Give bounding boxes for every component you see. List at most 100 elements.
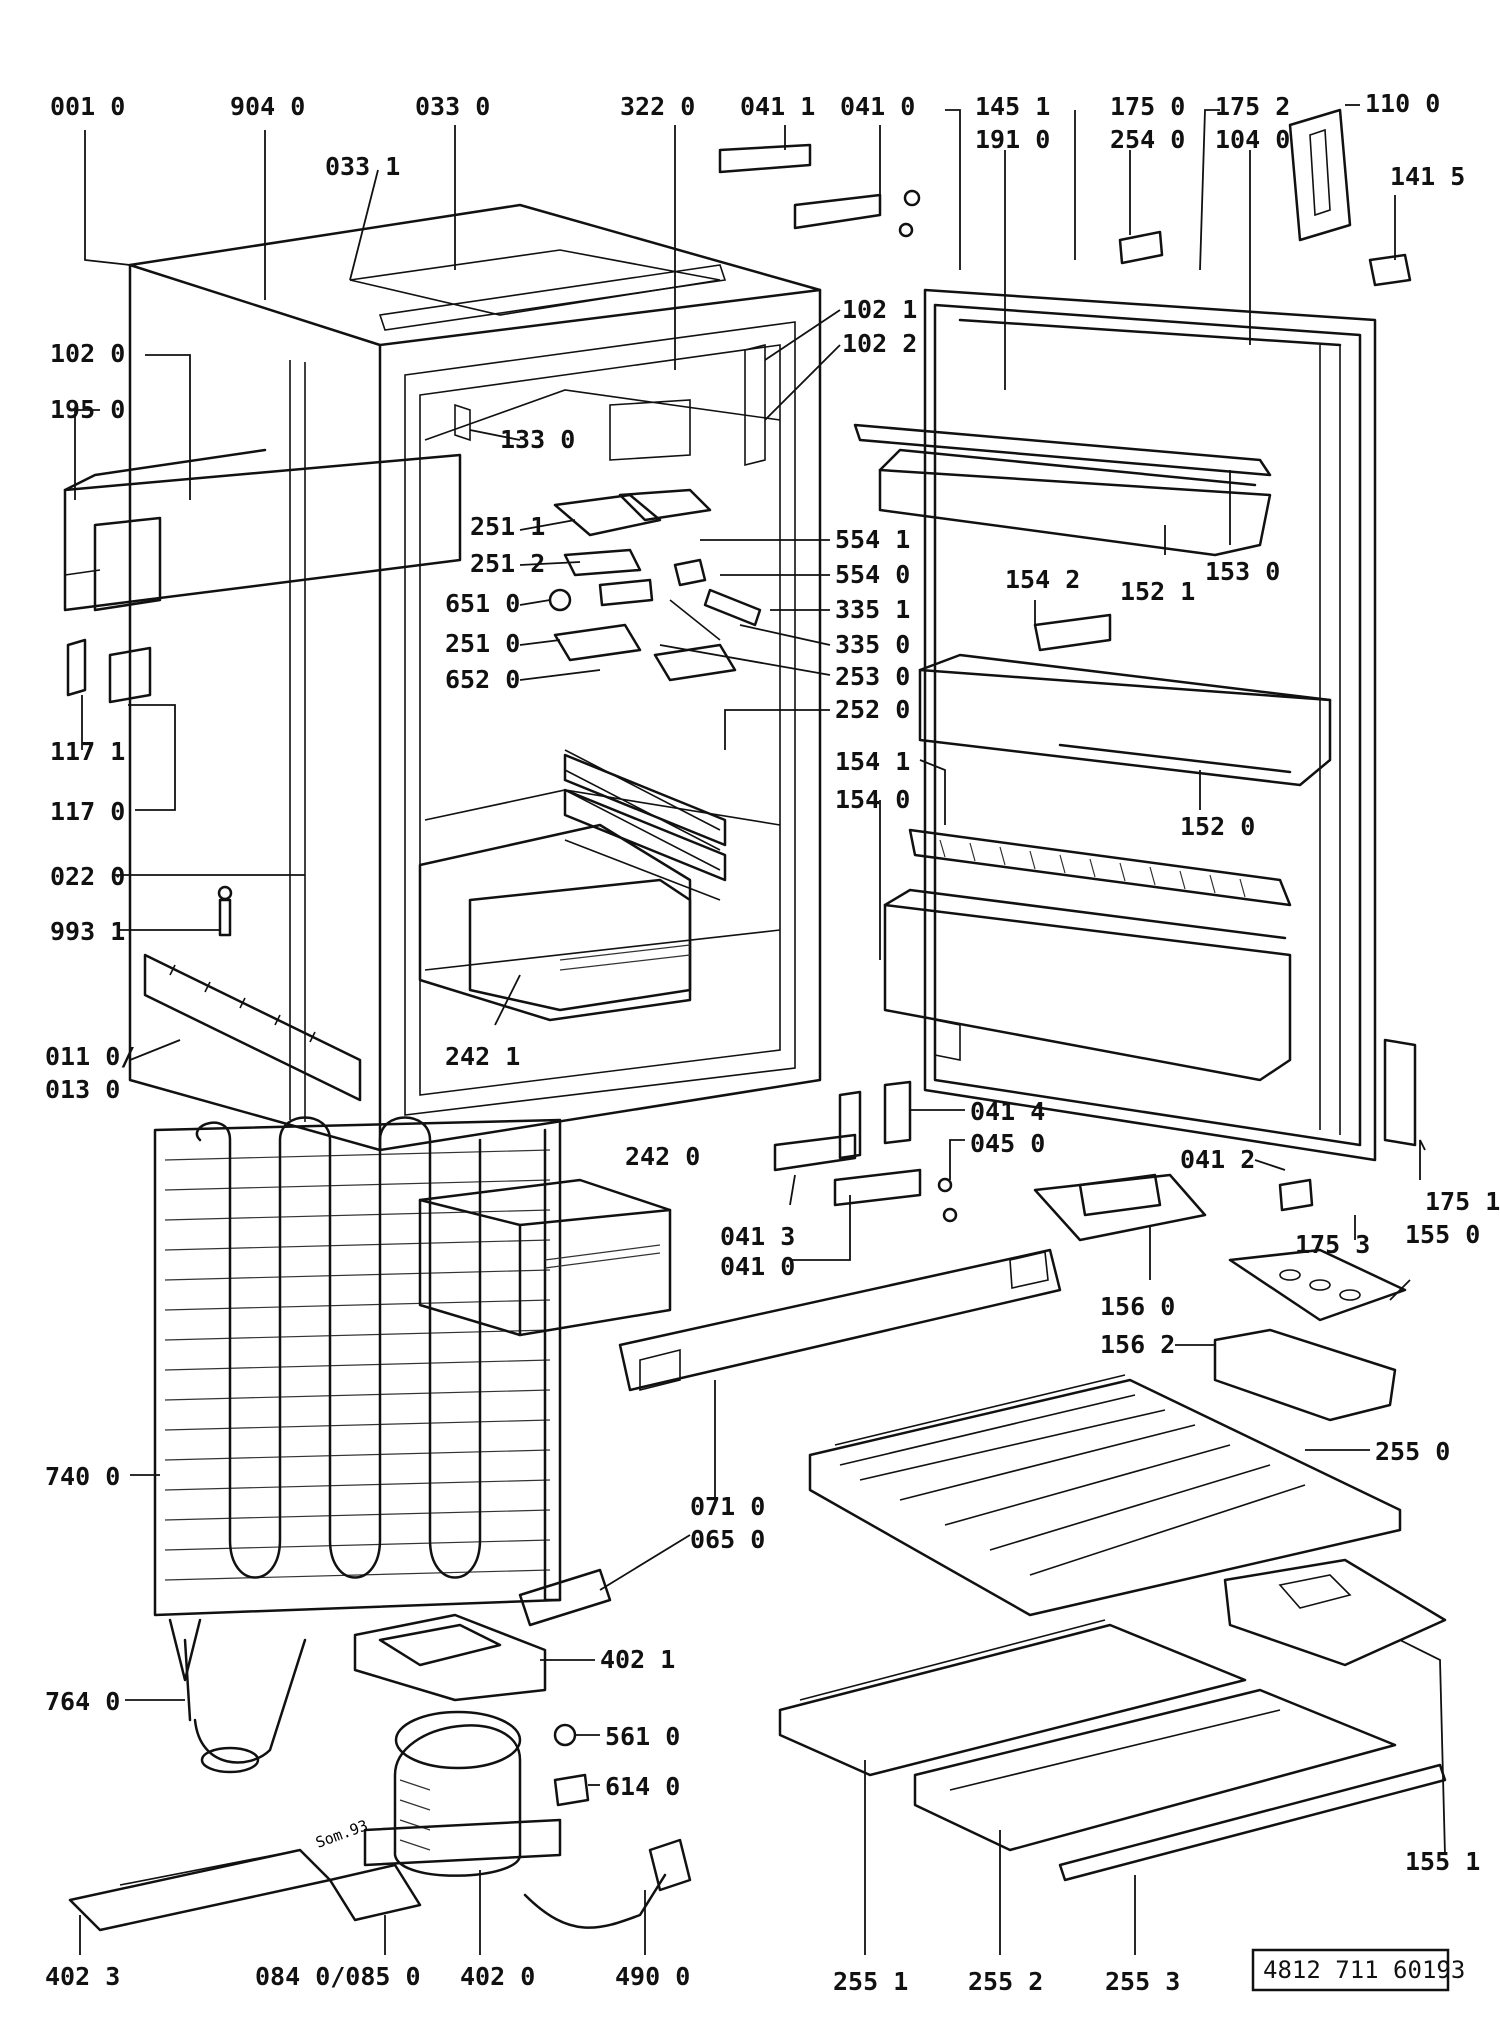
label-255-3: 255 3 [1105, 1967, 1180, 1996]
label-155-1: 155 1 [1405, 1847, 1480, 1876]
front-strip [63, 448, 462, 612]
power-cord [523, 1838, 692, 1929]
label-013-0: 013 0 [45, 1075, 120, 1104]
label-001-0: 001 0 [50, 92, 125, 121]
label-251-2: 251 2 [470, 549, 545, 578]
label-614-0: 614 0 [605, 1772, 680, 1801]
freezer-compartment [418, 823, 692, 1022]
label-154-1: 154 1 [835, 747, 910, 776]
label-402-3: 402 3 [45, 1962, 120, 1991]
label-175-2: 175 2 [1215, 92, 1290, 121]
bracket-stamp-text: Som.93 [313, 1816, 370, 1851]
door-shelf-bottom [883, 888, 1292, 1082]
label-041-2: 041 2 [1180, 1145, 1255, 1174]
label-110-0: 110 0 [1365, 89, 1440, 118]
label-490-0: 490 0 [615, 1962, 690, 1991]
drain-tube [518, 1568, 612, 1627]
label-554-1: 554 1 [835, 525, 910, 554]
shelf-supports [563, 753, 727, 882]
label-652-0: 652 0 [445, 665, 520, 694]
door-shelf-top [853, 423, 1272, 557]
label-255-2: 255 2 [968, 1967, 1043, 1996]
label-117-0: 117 0 [50, 797, 125, 826]
label-175-0: 175 0 [1110, 92, 1185, 121]
grommet-561 [553, 1723, 577, 1747]
label-041-3: 041 3 [720, 1222, 795, 1251]
label-764-0: 764 0 [45, 1687, 120, 1716]
label-133-0: 133 0 [500, 425, 575, 454]
label-191-0: 191 0 [975, 125, 1050, 154]
label-117-1: 117 1 [50, 737, 125, 766]
butter-dish [1033, 1173, 1207, 1242]
label-252-0: 252 0 [835, 695, 910, 724]
label-175-3: 175 3 [1295, 1230, 1370, 1259]
label-041-0-bottom: 041 0 [720, 1252, 795, 1281]
door-shelf-middle [918, 653, 1332, 787]
shelf-trim [1058, 1763, 1447, 1882]
door-stop-block [1118, 230, 1164, 265]
hinge-plate-top [718, 143, 921, 238]
label-251-1: 251 1 [470, 512, 545, 541]
relay-614 [553, 1773, 590, 1807]
door-handle [1288, 108, 1352, 242]
base-bracket [68, 1848, 332, 1932]
label-251-0: 251 0 [445, 629, 520, 658]
label-022-0: 022 0 [50, 862, 125, 891]
document-code-text: 4812 711 60193 [1263, 1956, 1465, 1984]
hinge-parts-bottom [773, 1080, 958, 1223]
compressor [363, 1710, 562, 1877]
label-141-5: 141 5 [1390, 162, 1465, 191]
label-071-0: 071 0 [690, 1492, 765, 1521]
door-rack [908, 828, 1292, 907]
compressor-mount [353, 1613, 547, 1702]
label-242-1: 242 1 [445, 1042, 520, 1071]
label-561-0: 561 0 [605, 1722, 680, 1751]
label-065-0: 065 0 [690, 1525, 765, 1554]
bottom-front-panel [143, 953, 362, 1102]
part-labels: 001 0 904 0 033 0 322 0 041 1 041 0 145 … [45, 89, 1500, 1996]
label-253-0: 253 0 [835, 662, 910, 691]
label-033-0: 033 0 [415, 92, 490, 121]
screw-141 [1368, 253, 1412, 287]
small-tray [1213, 1328, 1397, 1422]
label-402-1: 402 1 [600, 1645, 675, 1674]
label-402-0: 402 0 [460, 1962, 535, 1991]
label-740-0: 740 0 [45, 1462, 120, 1491]
label-102-2: 102 2 [842, 329, 917, 358]
document-code: 4812 711 60193 [1251, 1948, 1465, 1992]
label-104-0: 104 0 [1215, 125, 1290, 154]
label-255-0: 255 0 [1375, 1437, 1450, 1466]
label-993-1: 993 1 [50, 917, 125, 946]
crisper-drawer [418, 1178, 672, 1337]
label-145-1: 145 1 [975, 92, 1050, 121]
label-033-1: 033 1 [325, 152, 400, 181]
label-084-0-085-0: 084 0/085 0 [255, 1962, 421, 1991]
door [923, 288, 1417, 1162]
label-156-2: 156 2 [1100, 1330, 1175, 1359]
label-242-0: 242 0 [625, 1142, 700, 1171]
thermostat-probe [217, 885, 233, 937]
label-195-0: 195 0 [50, 395, 125, 424]
ventilation-grille [618, 1248, 1062, 1392]
label-041-1: 041 1 [740, 92, 815, 121]
glass-shelf-left [778, 1619, 1247, 1777]
condenser-coil [153, 1116, 562, 1682]
egg-tray [1228, 1248, 1407, 1322]
label-102-0: 102 0 [50, 339, 125, 368]
label-155-0: 155 0 [1405, 1220, 1480, 1249]
label-651-0: 651 0 [445, 589, 520, 618]
label-041-4: 041 4 [970, 1097, 1045, 1126]
hinge-cap [1278, 1178, 1314, 1212]
glass-shelf-right [913, 1688, 1397, 1852]
label-904-0: 904 0 [230, 92, 305, 121]
label-175-1: 175 1 [1425, 1187, 1500, 1216]
support-foot [328, 1863, 422, 1922]
label-335-0: 335 0 [835, 630, 910, 659]
capillary-tube [183, 1638, 307, 1774]
light-assembly [548, 488, 762, 682]
shelf-clip [1033, 613, 1112, 652]
top-cover-strip [378, 264, 727, 331]
hinge-cover-parts [66, 638, 152, 704]
label-254-0: 254 0 [1110, 125, 1185, 154]
